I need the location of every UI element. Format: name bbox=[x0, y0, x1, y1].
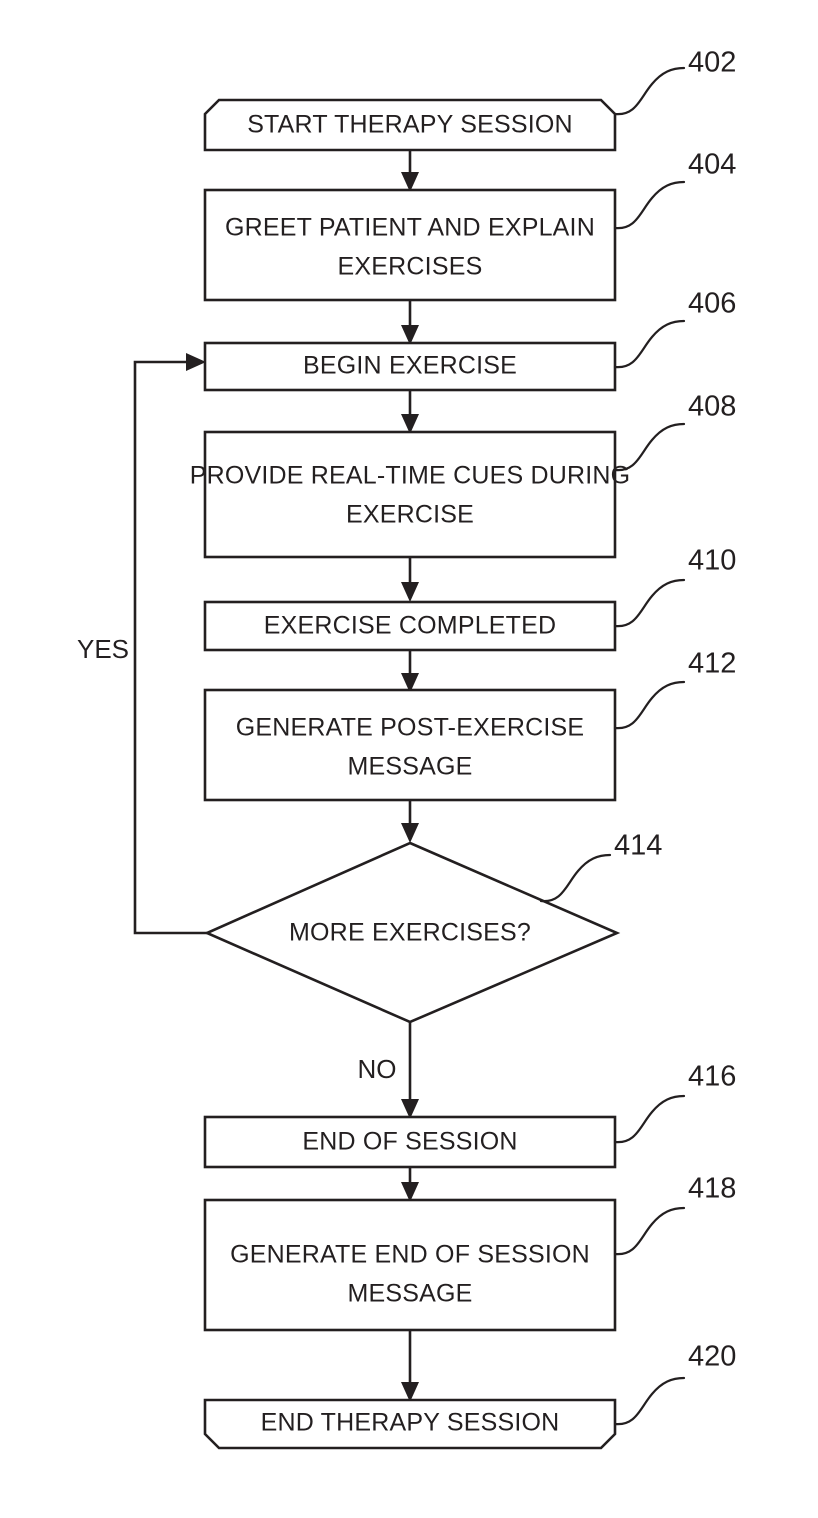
ref-numeral-410: 410 bbox=[688, 545, 736, 577]
arrowhead-yes-feedback bbox=[186, 353, 206, 371]
arrowhead-416-418 bbox=[401, 1182, 419, 1202]
node-404-label-line1: GREET PATIENT AND EXPLAIN bbox=[225, 214, 595, 242]
arrowhead-414-416 bbox=[401, 1099, 419, 1119]
branch-labels: YES NO bbox=[77, 634, 397, 1084]
leader-404 bbox=[613, 180, 686, 230]
node-408-label-line2: EXERCISE bbox=[346, 501, 474, 529]
node-420-label: END THERAPY SESSION bbox=[261, 1409, 560, 1437]
ref-numeral-408: 408 bbox=[688, 391, 736, 423]
connector-414-406-yes-feedback bbox=[133, 360, 207, 935]
leader-408 bbox=[613, 422, 686, 472]
ref-numeral-416: 416 bbox=[688, 1061, 736, 1093]
arrowhead-418-420 bbox=[401, 1382, 419, 1402]
leader-420 bbox=[613, 1376, 686, 1426]
arrowhead-406-408 bbox=[401, 414, 419, 434]
arrowhead-410-412 bbox=[401, 673, 419, 693]
node-402-label: START THERAPY SESSION bbox=[247, 111, 573, 139]
node-420-shape[interactable] bbox=[203, 1398, 617, 1450]
node-shapes bbox=[203, 98, 621, 1450]
node-416-shape[interactable] bbox=[203, 1115, 617, 1169]
reference-numerals: 402 404 406 408 410 412 414 416 418 420 bbox=[614, 47, 736, 1373]
node-418-label-line1: GENERATE END OF SESSION bbox=[230, 1241, 590, 1269]
branch-label-no: NO bbox=[358, 1054, 397, 1084]
leader-414 bbox=[539, 853, 612, 903]
node-412-shape[interactable] bbox=[203, 688, 617, 802]
leader-412 bbox=[613, 680, 686, 730]
node-418-label-line2: MESSAGE bbox=[347, 1280, 472, 1308]
connectors bbox=[133, 150, 419, 1402]
arrowhead-404-406 bbox=[401, 325, 419, 345]
leader-416 bbox=[613, 1094, 686, 1144]
node-416-label: END OF SESSION bbox=[302, 1128, 517, 1156]
arrowhead-408-410 bbox=[401, 582, 419, 602]
ref-numeral-402: 402 bbox=[688, 47, 736, 79]
node-408-label-line1: PROVIDE REAL-TIME CUES DURING bbox=[190, 462, 631, 490]
node-404-shape[interactable] bbox=[203, 188, 617, 302]
arrowhead-402-404 bbox=[401, 172, 419, 192]
node-408-shape[interactable] bbox=[203, 430, 617, 559]
node-414-shape[interactable] bbox=[203, 841, 621, 1024]
node-418-shape[interactable] bbox=[203, 1198, 617, 1332]
branch-label-yes: YES bbox=[77, 634, 129, 664]
ref-numeral-404: 404 bbox=[688, 149, 736, 181]
ref-numeral-412: 412 bbox=[688, 648, 736, 680]
node-410-shape[interactable] bbox=[203, 600, 617, 652]
ref-numeral-420: 420 bbox=[688, 1341, 736, 1373]
ref-numeral-414: 414 bbox=[614, 830, 662, 862]
ref-numeral-406: 406 bbox=[688, 288, 736, 320]
node-labels: START THERAPY SESSION GREET PATIENT AND … bbox=[190, 111, 631, 1437]
node-406-label: BEGIN EXERCISE bbox=[303, 352, 517, 380]
node-410-label: EXERCISE COMPLETED bbox=[264, 612, 557, 640]
node-412-label-line2: MESSAGE bbox=[347, 753, 472, 781]
node-412-label-line1: GENERATE POST-EXERCISE bbox=[236, 714, 584, 742]
leader-402 bbox=[613, 66, 686, 116]
leader-410 bbox=[613, 578, 686, 628]
node-414-label: MORE EXERCISES? bbox=[289, 919, 531, 947]
reference-leaders bbox=[539, 66, 686, 1426]
ref-numeral-418: 418 bbox=[688, 1173, 736, 1205]
leader-406 bbox=[613, 319, 686, 369]
arrowhead-412-414 bbox=[401, 823, 419, 843]
leader-418 bbox=[613, 1206, 686, 1256]
node-404-label-line2: EXERCISES bbox=[338, 253, 483, 281]
